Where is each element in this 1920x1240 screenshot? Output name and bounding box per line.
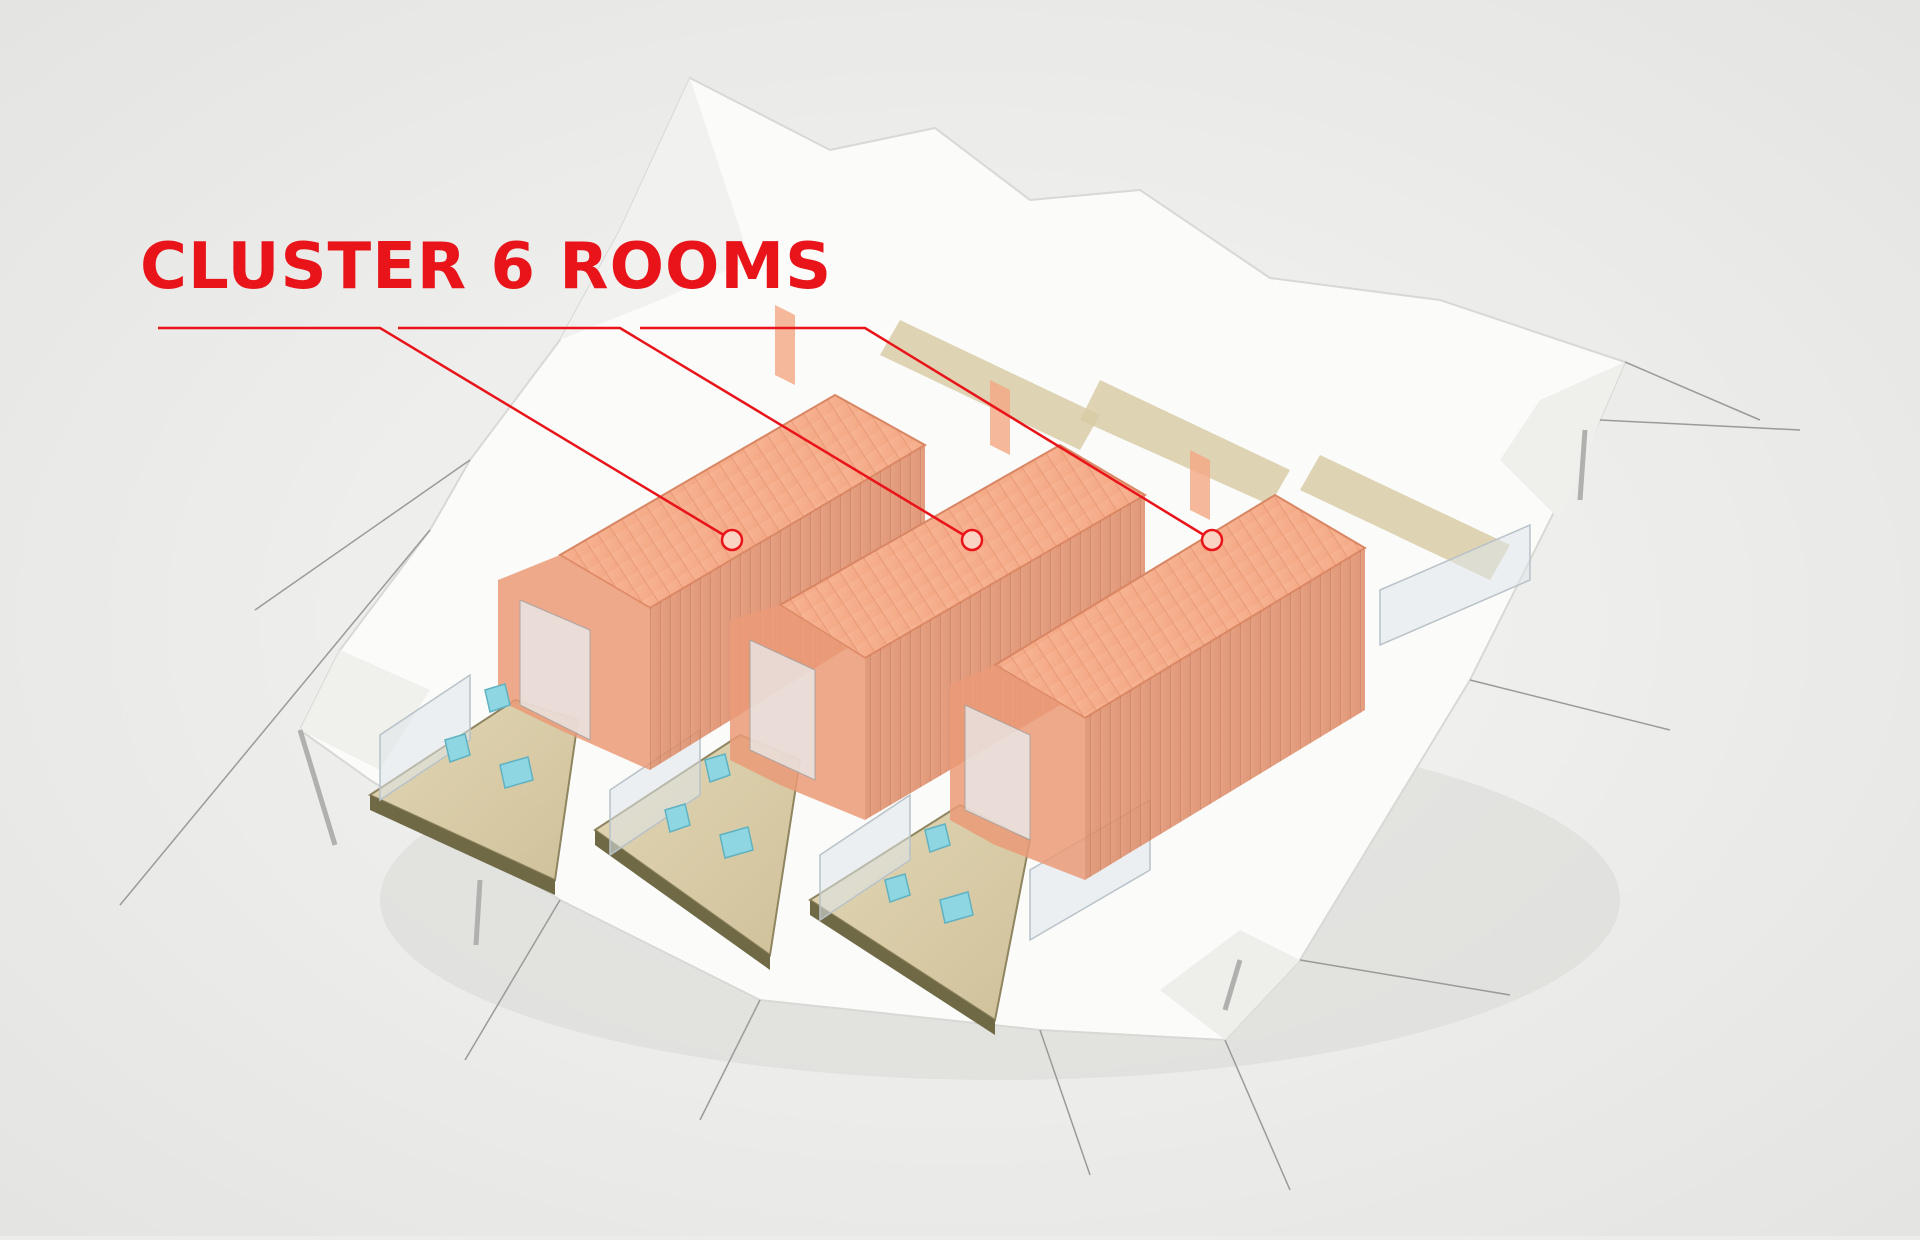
callout-line-1 [158, 326, 733, 542]
tent-poles [297, 429, 1588, 1011]
callout-marker-3 [1200, 528, 1224, 552]
terrace-furniture [444, 683, 974, 924]
callout-marker-2 [960, 528, 984, 552]
callout-marker-1 [720, 528, 744, 552]
container-3 [950, 493, 1367, 880]
diagram-title: CLUSTER 6 ROOMS [140, 230, 833, 304]
callout-markers [720, 528, 1224, 552]
callout-leaders [158, 326, 1213, 542]
tent-cables [119, 361, 1801, 1191]
callout-line-2 [398, 326, 973, 542]
callout-line-3 [640, 326, 1213, 542]
deck-platform [367, 320, 1510, 1035]
back-partitions [775, 305, 1210, 520]
container-2 [730, 443, 1147, 820]
